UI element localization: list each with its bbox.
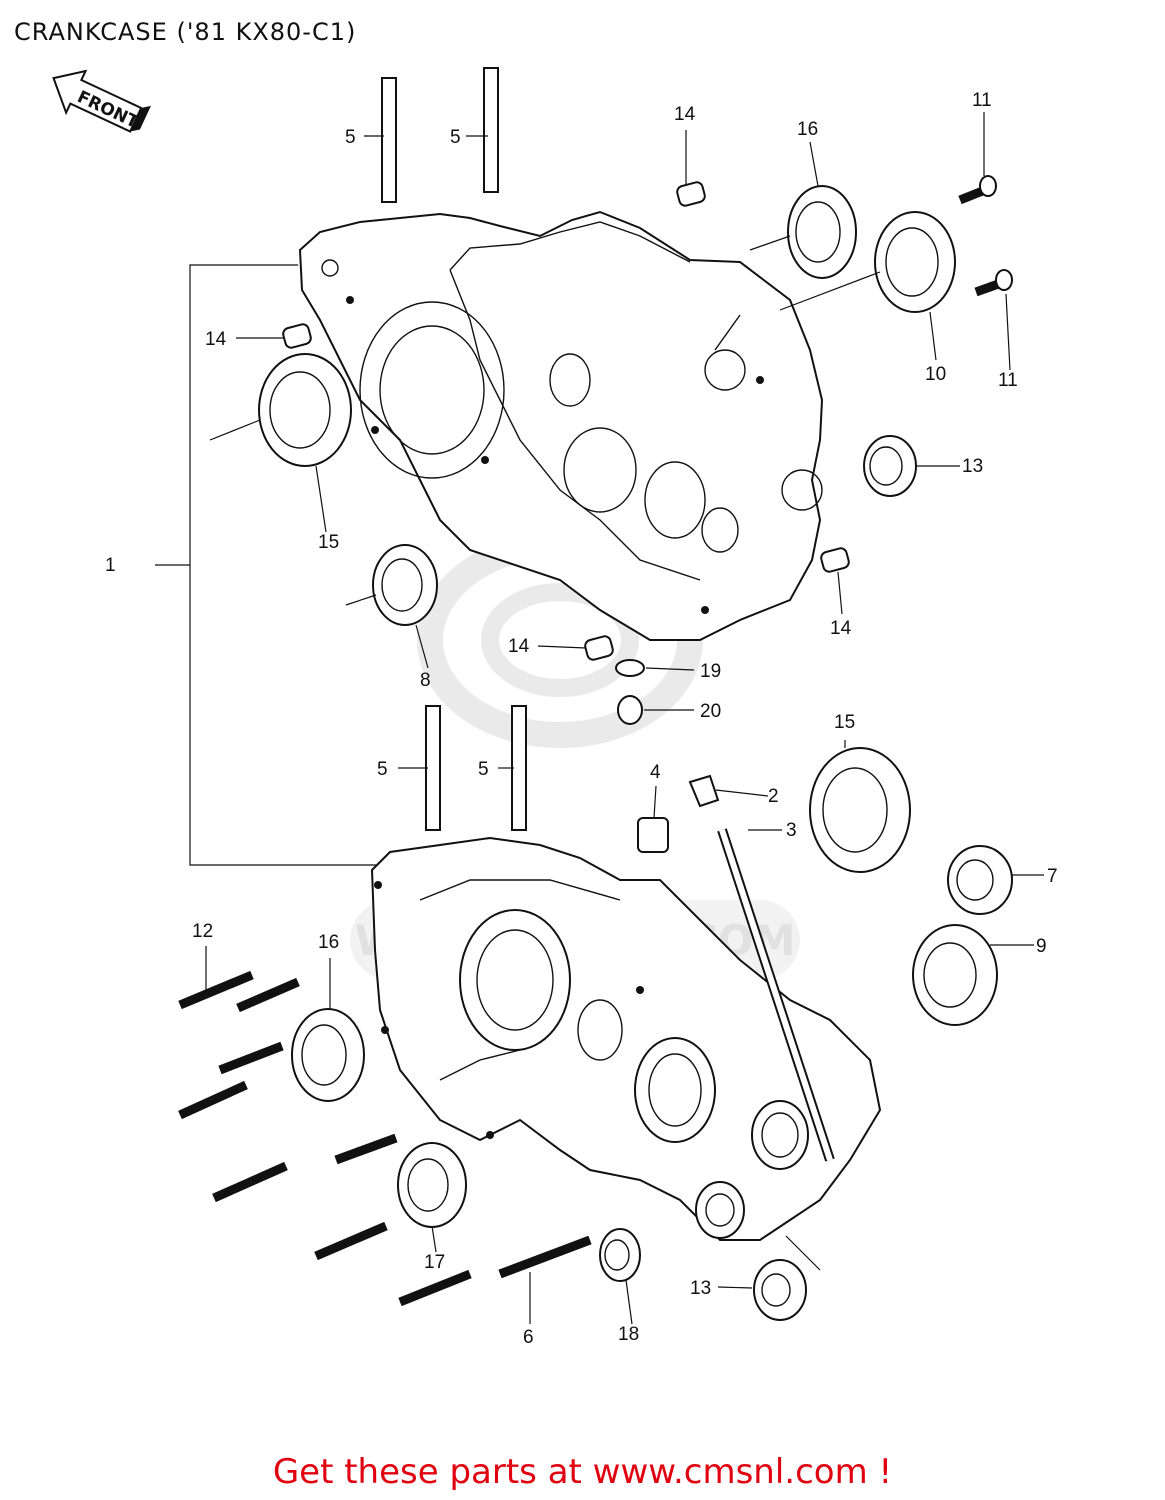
callout: 5 xyxy=(478,759,489,780)
callout: 15 xyxy=(318,532,339,553)
callout: 5 xyxy=(450,127,461,148)
upper-crankcase xyxy=(298,210,824,641)
callout: 18 xyxy=(618,1324,639,1345)
callout: 19 xyxy=(700,661,721,682)
callout: 20 xyxy=(700,701,721,722)
callout: 14 xyxy=(205,329,227,350)
lower-bearings xyxy=(291,747,1013,1321)
upper-bearings xyxy=(258,185,956,626)
page-title: CRANKCASE ('81 KX80-C1) xyxy=(14,18,357,46)
callout: 16 xyxy=(318,932,339,953)
callout: 4 xyxy=(650,762,661,783)
callout: 10 xyxy=(925,364,946,385)
front-arrow-icon: FRONT xyxy=(52,69,151,133)
callout: 14 xyxy=(508,636,530,657)
callout: 1 xyxy=(105,555,116,576)
callouts: 1 2 3 4 5 5 5 5 6 7 8 9 10 11 11 12 13 1… xyxy=(105,90,1058,1348)
dowels xyxy=(282,181,850,661)
callout: 5 xyxy=(345,127,356,148)
callout: 11 xyxy=(972,90,992,111)
callout: 12 xyxy=(192,921,213,942)
callout: 11 xyxy=(998,370,1018,391)
lower-crankcase xyxy=(370,836,882,1241)
get-parts-link[interactable]: Get these parts at www.cmsnl.com ! xyxy=(272,1452,893,1492)
callout: 14 xyxy=(674,104,696,125)
callout: 17 xyxy=(424,1252,445,1273)
callout: 15 xyxy=(834,712,855,733)
callout: 7 xyxy=(1047,866,1058,887)
callout: 2 xyxy=(768,786,779,807)
callout: 3 xyxy=(786,820,797,841)
callout: 13 xyxy=(962,456,983,477)
callout: 5 xyxy=(377,759,388,780)
studs xyxy=(381,67,527,831)
leader-lines xyxy=(155,112,1044,1325)
callout: 14 xyxy=(830,618,852,639)
callout: 8 xyxy=(420,670,431,691)
callout: 16 xyxy=(797,119,818,140)
callout: 13 xyxy=(690,1278,711,1299)
bolts xyxy=(178,175,1013,1307)
callout: 9 xyxy=(1036,936,1047,957)
callout: 6 xyxy=(523,1327,534,1348)
